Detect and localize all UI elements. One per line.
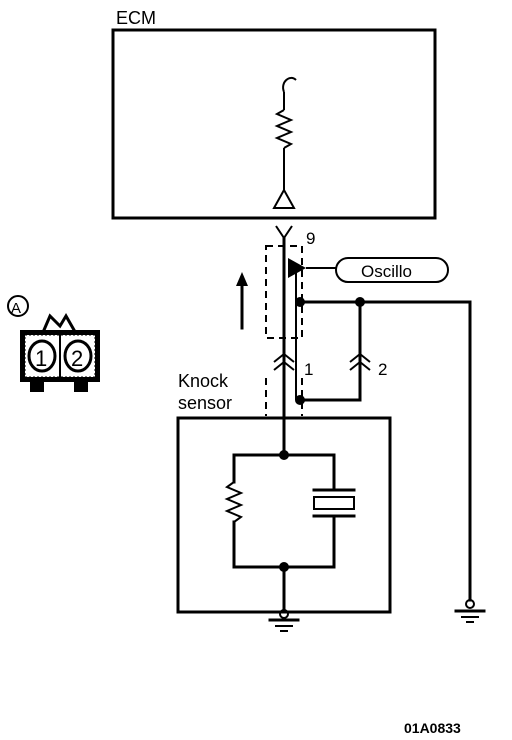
ecm-box xyxy=(111,28,437,220)
ecm-label: ECM xyxy=(116,8,156,28)
pin-1-label: 1 xyxy=(304,360,313,379)
knock-sensor-box xyxy=(176,416,392,614)
connector-pin-1-symbol xyxy=(273,352,295,371)
pin-9-label: 9 xyxy=(306,229,315,248)
connector-tag-circle xyxy=(7,295,29,317)
figure-code: 01A0833 xyxy=(404,720,461,736)
connector-pin-1: 1 xyxy=(35,346,47,371)
connector-a-illustration: A 1 2 xyxy=(7,295,100,392)
signal-direction-arrow xyxy=(236,272,248,330)
sensor-ground-symbol xyxy=(268,609,300,632)
connector-tag-label: A xyxy=(11,300,21,317)
oscillo-box xyxy=(335,257,449,283)
connector-pin-2: 2 xyxy=(71,346,83,371)
sensor-resistor xyxy=(224,481,244,523)
ecm-internal-circuit xyxy=(272,76,297,209)
ecm-ground-triangle xyxy=(272,187,296,209)
ecm-input-curl xyxy=(282,76,297,93)
knock-sensor-internal xyxy=(224,450,356,612)
knock-sensor-label-line2: sensor xyxy=(178,393,232,413)
chassis-ground-symbol xyxy=(454,599,486,623)
shield-dashed-box xyxy=(265,245,303,339)
knock-sensor-label-line1: Knock xyxy=(178,371,229,391)
oscillo-label: Oscillo xyxy=(361,262,412,281)
pin-2-label: 2 xyxy=(378,360,387,379)
junction-bottom xyxy=(295,395,305,405)
ecm-resistor xyxy=(274,109,294,149)
probe-arrow xyxy=(288,258,306,278)
ecm-terminal-9 xyxy=(275,225,293,239)
connector-pin-2-symbol xyxy=(349,352,371,371)
sensor-piezo-element xyxy=(313,496,355,510)
